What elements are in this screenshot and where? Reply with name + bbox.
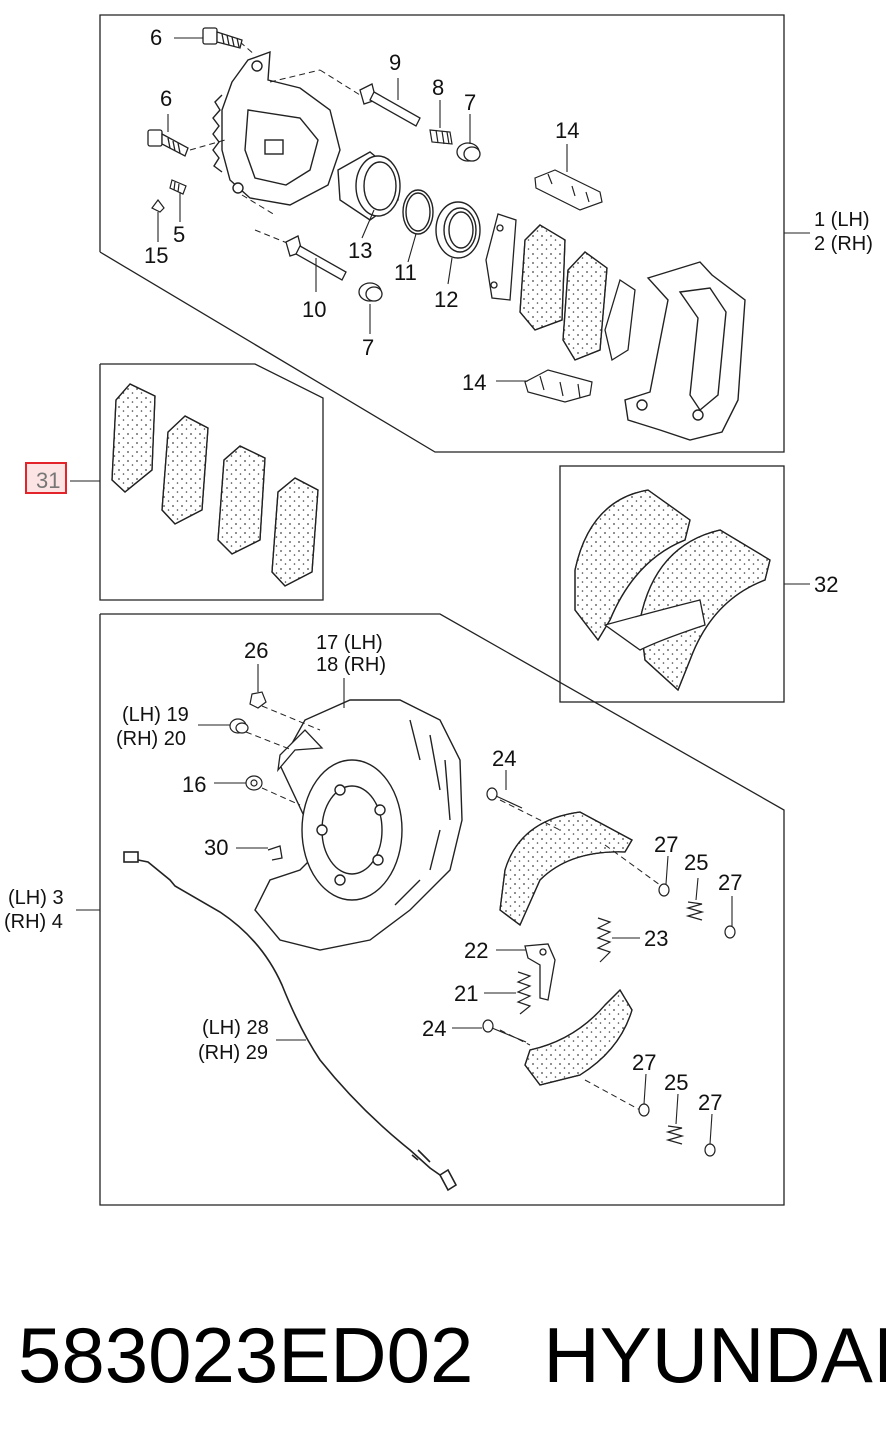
callout-25-lower: 25 (664, 1070, 688, 1095)
callout-6-upper: 6 (150, 25, 162, 50)
brake-pad-outer (562, 251, 608, 361)
callout-24-upper: 24 (492, 746, 516, 771)
callout-14-lower: 14 (462, 370, 486, 395)
callout-29-rh: (RH) 29 (198, 1042, 268, 1064)
callout-27-c: 27 (632, 1050, 656, 1075)
adjuster-lever-22 (524, 943, 556, 1001)
bleeder-cap-15 (151, 199, 165, 213)
guide-pin-10 (285, 235, 347, 281)
callout-17-lh: 17 (LH) (316, 632, 383, 654)
guide-pin-9 (359, 83, 421, 127)
callout-18-rh: 18 (RH) (316, 654, 386, 676)
bolt-6-lower (147, 129, 189, 157)
bushing-7-lower (358, 282, 383, 302)
clip-30 (267, 845, 283, 861)
callout-21: 21 (454, 981, 478, 1006)
callout-4-rh: (RH) 4 (4, 911, 63, 933)
callout-19-lh: (LH) 19 (122, 704, 189, 726)
highlight-box-31[interactable] (25, 462, 67, 494)
washer-16 (245, 775, 263, 791)
pad-set-frame (99, 363, 324, 601)
parking-brake-frame (99, 613, 785, 1206)
spring-cup-25-lower (665, 1125, 685, 1145)
retainer-27 (638, 883, 736, 1157)
anti-rattle-clip-14-upper (534, 169, 603, 211)
callout-12: 12 (434, 287, 458, 312)
hold-down-pin-24-lower (482, 1019, 527, 1043)
callout-23: 23 (644, 926, 668, 951)
parking-shoe-upper (499, 811, 633, 927)
callout-32: 32 (814, 572, 838, 597)
callout-16: 16 (182, 772, 206, 797)
callout-28-lh: (LH) 28 (202, 1017, 269, 1039)
callout-24-lower: 24 (422, 1016, 446, 1041)
caliper-body (212, 50, 341, 206)
callout-10: 10 (302, 297, 326, 322)
callout-15: 15 (144, 243, 168, 268)
backing-plate (254, 699, 463, 951)
callout-9: 9 (389, 50, 401, 75)
callout-14-upper: 14 (555, 118, 579, 143)
brand-name: HYUNDAI (543, 1311, 886, 1399)
pad-set-pads (111, 383, 319, 587)
nut-26 (249, 691, 267, 709)
pad-shim (485, 213, 517, 301)
caliper-leader-lines (157, 37, 810, 382)
callout-31[interactable]: 31 (36, 468, 60, 493)
callout-26: 26 (244, 638, 268, 663)
shoe-set-shoes (574, 489, 771, 692)
dust-shield (277, 729, 324, 773)
bleeder-screw-5 (169, 179, 187, 195)
parking-shoe-lower (524, 988, 633, 1086)
bolt-6-upper (202, 27, 243, 49)
callout-30: 30 (204, 835, 228, 860)
nut-19-20 (229, 718, 249, 734)
callout-20-rh: (RH) 20 (116, 728, 186, 750)
callout-1-lh: 1 (LH) (814, 209, 870, 231)
callout-5: 5 (173, 222, 185, 247)
callout-22: 22 (464, 938, 488, 963)
anti-rattle-clip-14-lower (524, 369, 593, 403)
spring-23 (596, 917, 612, 963)
piston-seal-11 (402, 189, 434, 235)
callout-labels: 6 6 9 8 7 14 5 15 13 11 12 10 7 14 1 (LH… (4, 25, 873, 1115)
pad-shim-outer (604, 278, 636, 362)
dust-boot-12 (435, 201, 481, 259)
callout-27-d: 27 (698, 1090, 722, 1115)
callout-3-lh: (LH) 3 (8, 887, 64, 909)
piston-13 (337, 151, 401, 221)
callout-7-lower: 7 (362, 335, 374, 360)
brake-pad-inner (519, 224, 566, 331)
callout-7-upper: 7 (464, 90, 476, 115)
parking-brake-cable (123, 851, 458, 1192)
part-caption: 583023ED02 HYUNDAI (18, 1300, 886, 1410)
callout-11: 11 (394, 260, 417, 285)
hold-down-pin-24-upper (486, 787, 523, 809)
callout-13: 13 (348, 238, 372, 263)
callout-6-lower: 6 (160, 86, 172, 111)
part-number: 583023ED02 (18, 1311, 474, 1399)
parking-leader-lines (76, 664, 733, 1145)
spring-21 (516, 971, 532, 1015)
callout-8: 8 (432, 75, 444, 100)
callout-27-a: 27 (654, 832, 678, 857)
callout-2-rh: 2 (RH) (814, 233, 873, 255)
boot-8 (429, 129, 453, 145)
callout-27-b: 27 (718, 870, 742, 895)
caliper-carrier (624, 261, 746, 441)
spring-cup-25-upper (685, 901, 705, 921)
callout-25-upper: 25 (684, 850, 708, 875)
bushing-7-upper (456, 142, 481, 162)
